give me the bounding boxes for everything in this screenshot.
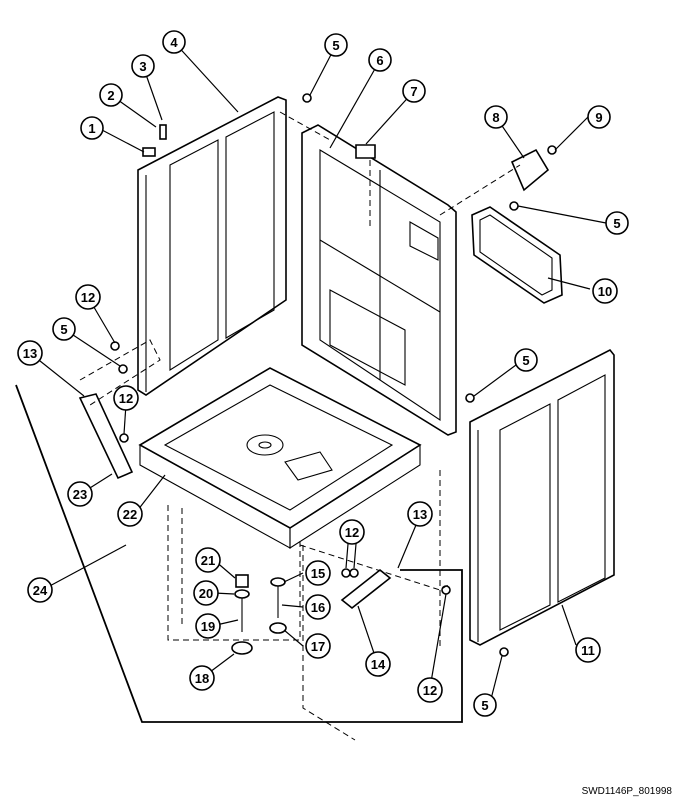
callout-3: 3 xyxy=(131,54,155,78)
callout-5-left: 5 xyxy=(52,317,76,341)
callout-2: 2 xyxy=(99,83,123,107)
cover-plate xyxy=(510,148,550,192)
svg-text:8: 8 xyxy=(492,110,499,125)
callout-11: 11 xyxy=(575,637,601,663)
callout-1: 1 xyxy=(80,116,104,140)
callout-12-left-lower: 12 xyxy=(113,385,139,411)
label-plate xyxy=(355,144,376,159)
rear-panel xyxy=(301,124,457,436)
leader-lines xyxy=(29,41,607,704)
svg-text:12: 12 xyxy=(423,683,437,698)
leg-parts-right xyxy=(269,577,287,634)
bracket-left xyxy=(78,393,134,480)
callout-5-top: 5 xyxy=(324,33,348,57)
svg-text:23: 23 xyxy=(73,487,87,502)
svg-text:13: 13 xyxy=(413,507,427,522)
callout-7: 7 xyxy=(402,79,426,103)
svg-text:12: 12 xyxy=(81,290,95,305)
callout-12-left-upper: 12 xyxy=(75,284,101,310)
svg-text:3: 3 xyxy=(139,59,146,74)
access-panel xyxy=(471,206,563,304)
callout-13-left: 13 xyxy=(17,340,43,366)
svg-text:5: 5 xyxy=(613,216,620,231)
svg-text:2: 2 xyxy=(107,88,114,103)
leg-parts-left xyxy=(231,574,253,655)
callout-22: 22 xyxy=(117,501,143,527)
svg-text:13: 13 xyxy=(23,346,37,361)
left-side-panel xyxy=(137,96,287,396)
svg-text:12: 12 xyxy=(345,525,359,540)
svg-text:20: 20 xyxy=(199,586,213,601)
callout-24: 24 xyxy=(27,577,53,603)
callout-15: 15 xyxy=(305,560,331,586)
callout-14: 14 xyxy=(365,651,391,677)
base-frame xyxy=(138,367,422,550)
callout-5-bottom: 5 xyxy=(473,693,497,717)
callout-19: 19 xyxy=(195,613,221,639)
callout-20: 20 xyxy=(193,580,219,606)
callout-5-right-upper: 5 xyxy=(605,211,629,235)
svg-text:14: 14 xyxy=(371,657,386,672)
svg-text:5: 5 xyxy=(481,698,488,713)
bracket-right xyxy=(340,568,392,610)
svg-text:5: 5 xyxy=(60,322,67,337)
svg-text:12: 12 xyxy=(119,391,133,406)
callout-8: 8 xyxy=(484,105,508,129)
drawing-code: SWD1146P_801998 xyxy=(581,786,672,797)
svg-text:16: 16 xyxy=(311,600,325,615)
callout-6: 6 xyxy=(368,48,392,72)
svg-text:7: 7 xyxy=(410,84,417,99)
svg-text:9: 9 xyxy=(595,110,602,125)
callout-5-right-middle: 5 xyxy=(514,348,538,372)
callout-4: 4 xyxy=(162,30,186,54)
svg-text:18: 18 xyxy=(195,671,209,686)
svg-text:19: 19 xyxy=(201,619,215,634)
hidden-lines xyxy=(79,111,521,741)
svg-text:21: 21 xyxy=(201,553,215,568)
callout-10: 10 xyxy=(592,278,618,304)
callout-23: 23 xyxy=(67,481,93,507)
svg-text:5: 5 xyxy=(522,353,529,368)
callout-17: 17 xyxy=(305,633,331,659)
svg-text:4: 4 xyxy=(170,35,178,50)
svg-text:6: 6 xyxy=(376,53,383,68)
svg-text:1: 1 xyxy=(88,121,95,136)
svg-text:11: 11 xyxy=(581,643,595,658)
callout-9: 9 xyxy=(587,105,611,129)
callout-13-right: 13 xyxy=(407,501,433,527)
svg-text:24: 24 xyxy=(33,583,48,598)
svg-text:17: 17 xyxy=(311,639,325,654)
svg-text:10: 10 xyxy=(598,284,612,299)
svg-text:22: 22 xyxy=(123,507,137,522)
assembly-outline xyxy=(15,384,463,723)
callout-12-bottom-center: 12 xyxy=(339,519,365,545)
callout-21: 21 xyxy=(195,547,221,573)
callout-18: 18 xyxy=(189,665,215,691)
callout-16: 16 xyxy=(305,594,331,620)
svg-text:15: 15 xyxy=(311,566,325,581)
callout-12-bottom-right: 12 xyxy=(417,677,443,703)
right-side-panel xyxy=(469,348,615,646)
svg-text:5: 5 xyxy=(332,38,339,53)
